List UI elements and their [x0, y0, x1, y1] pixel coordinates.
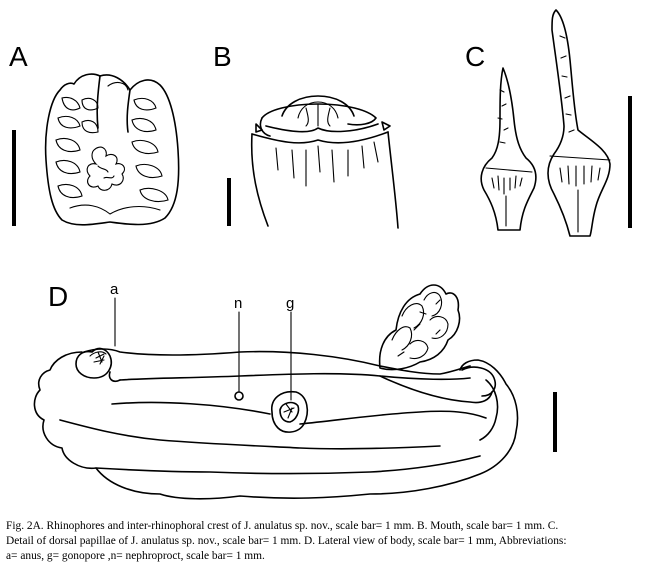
panel-b: B	[213, 41, 399, 229]
panel-d-letter: D	[48, 281, 68, 312]
anus-label: a	[110, 281, 119, 298]
panel-d: D	[33, 281, 557, 500]
panel-b-letter: B	[213, 41, 232, 72]
figure-caption: Fig. 2A. Rhinophores and inter-rhinophor…	[6, 519, 642, 564]
gonopore-structure	[271, 390, 309, 433]
anus-structure	[89, 351, 107, 365]
panel-a: A	[9, 41, 180, 226]
gonopore-label: g	[286, 295, 294, 312]
papilla-small	[480, 67, 537, 231]
rhinophore-drawing	[44, 73, 180, 226]
papilla-large	[547, 9, 611, 237]
caption-line-3: a= anus, g= gonopore ,n= nephroproct, sc…	[6, 550, 265, 562]
mouth-drawing	[250, 95, 399, 229]
caption-line-2: Detail of dorsal papillae of J. anulatus…	[6, 535, 567, 547]
panel-c: C	[465, 9, 632, 237]
caption-line-1: Fig. 2A. Rhinophores and inter-rhinophor…	[6, 520, 559, 532]
nephroproct-pore	[234, 391, 244, 401]
panel-a-letter: A	[9, 41, 28, 72]
panel-c-letter: C	[465, 41, 485, 72]
gill-plume	[378, 284, 461, 371]
nephroproct-label: n	[234, 295, 242, 312]
body-drawing	[33, 284, 519, 500]
